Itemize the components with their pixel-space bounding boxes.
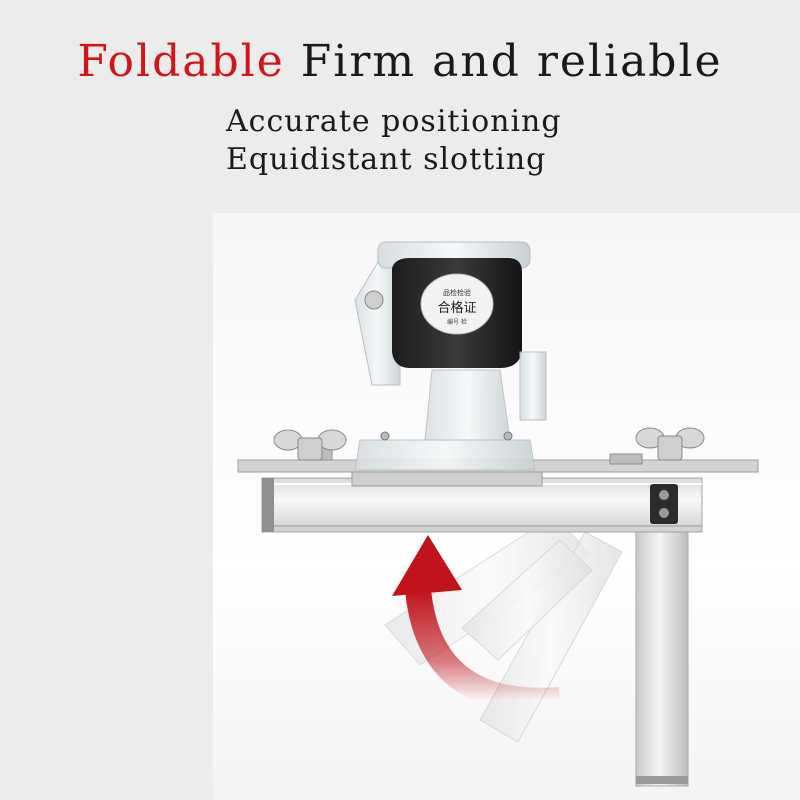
wing-nut-icon: [273, 429, 347, 461]
certificate-label: 合格证: [437, 300, 476, 316]
aluminum-rail: [261, 477, 703, 533]
subheadline-positioning: Accurate positioning: [226, 104, 562, 139]
headline-rest: Firm and reliable: [300, 36, 723, 87]
fold-arrow-icon: [392, 535, 561, 714]
trimmer-router: 品检检验 合格证 编号 检: [354, 241, 547, 471]
label-bottom-text: 编号 检: [447, 318, 467, 326]
label-top-text: 品检检验: [443, 288, 471, 297]
wing-nut-icon: [635, 427, 705, 461]
headline-accent: Foldable: [77, 36, 285, 87]
hinge-block: [650, 484, 678, 524]
headline: Foldable Firm and reliable: [0, 36, 800, 87]
subheadline-slotting: Equidistant slotting: [226, 142, 547, 177]
ghost-leg-3: [461, 539, 593, 661]
table-leg: [635, 527, 689, 787]
